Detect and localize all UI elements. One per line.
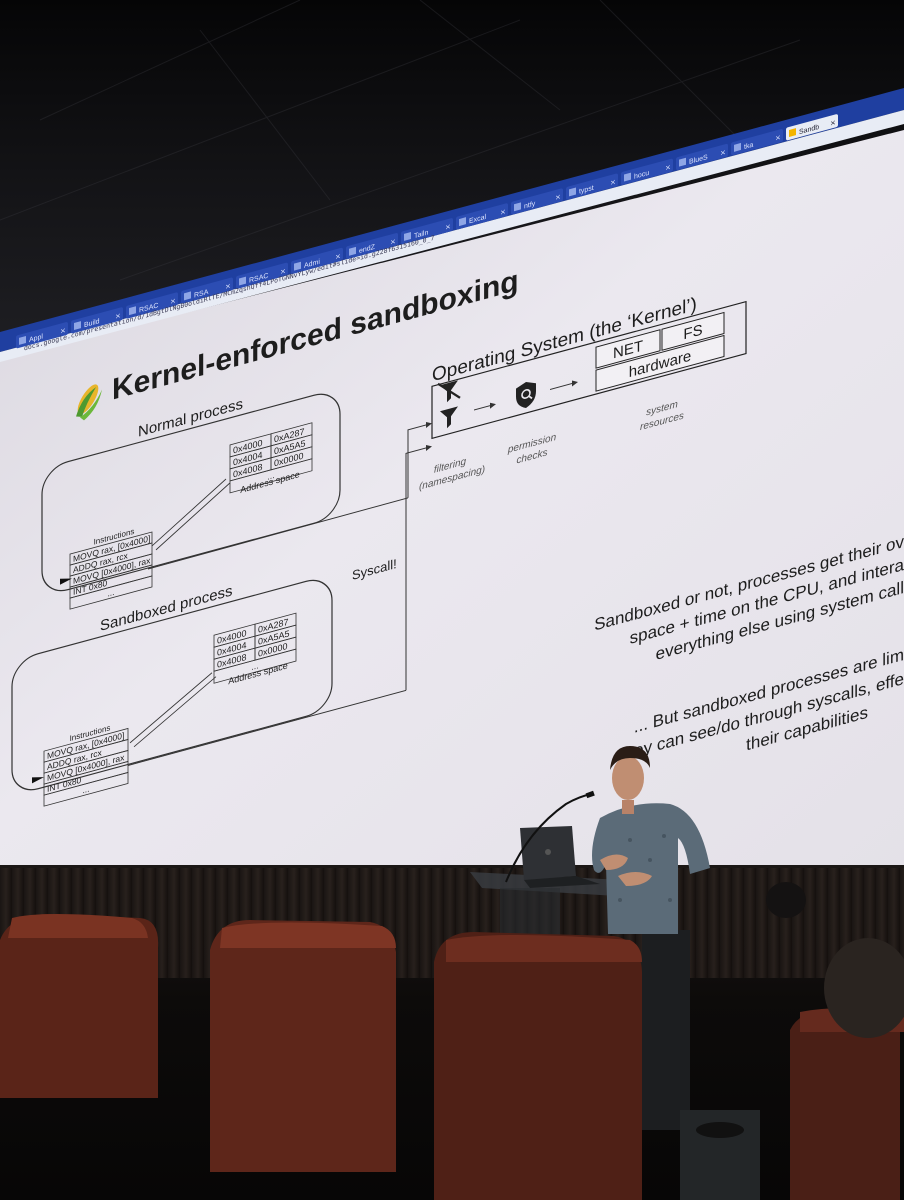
address-ellipsis: ... <box>267 470 275 482</box>
tab-label: ntfy <box>524 199 536 210</box>
sandboxed-memory-arrow <box>129 672 213 744</box>
sandboxed-process-box <box>11 579 333 791</box>
sandboxed-address-table: 0x40000xA2870x40040xA5A50x40080x0000... <box>213 612 297 684</box>
address-ellipsis: ... <box>251 660 259 672</box>
sandboxed-syscall-line <box>128 689 406 766</box>
tab-close-icon[interactable]: × <box>390 236 396 246</box>
tab-close-icon[interactable]: × <box>665 162 671 172</box>
instruction-text: ... <box>107 587 114 599</box>
browser-tab[interactable] <box>346 233 398 260</box>
ceiling-panels <box>0 0 801 281</box>
sandboxed-pc-arrow <box>32 777 44 784</box>
browser-tab[interactable] <box>291 247 343 274</box>
microphone <box>505 790 595 883</box>
filter-icon <box>437 380 461 429</box>
sandboxed-syscall-path <box>405 446 430 691</box>
tab-close-icon[interactable]: × <box>60 325 66 335</box>
flow-arrow-head-2 <box>572 380 578 387</box>
browser-tab[interactable] <box>71 307 123 334</box>
sandboxed-memory-arrow-back <box>133 676 217 748</box>
tab-close-icon[interactable]: × <box>225 281 231 291</box>
flow-arrow-head-1 <box>490 402 496 409</box>
tab-label: tka <box>744 141 753 151</box>
instruction-cell <box>69 575 153 610</box>
browser-tab[interactable] <box>786 114 838 141</box>
normal-syscall-arrowhead <box>426 421 432 428</box>
browser-tab[interactable] <box>621 158 673 185</box>
browser-tab[interactable] <box>566 173 618 200</box>
tab-close-icon[interactable]: × <box>830 117 836 127</box>
browser-tab[interactable] <box>181 277 233 304</box>
browser-tab[interactable] <box>456 203 508 230</box>
browser-address-bar <box>0 110 904 362</box>
tab-favicon-icon <box>349 246 356 256</box>
normal-syscall-path <box>407 423 430 498</box>
corn-icon <box>76 384 102 421</box>
browser-tab[interactable] <box>401 218 453 245</box>
tab-favicon-icon <box>569 187 576 197</box>
tab-close-icon[interactable]: × <box>445 221 451 231</box>
normal-memory-arrow-back <box>155 482 231 551</box>
tab-favicon-icon <box>239 276 246 286</box>
tab-label: Appl <box>29 332 43 344</box>
tab-label: Tailn <box>414 228 428 240</box>
flow-arrow-2 <box>550 383 572 390</box>
tab-label: RSA <box>194 288 209 300</box>
flow-arrow-1 <box>474 404 492 411</box>
presenter <box>592 746 710 1130</box>
tab-favicon-icon <box>74 321 81 331</box>
permission-shield-icon <box>516 381 536 408</box>
tab-favicon-icon <box>294 261 301 271</box>
fs-resource-box <box>661 311 725 351</box>
tab-favicon-icon <box>679 157 686 167</box>
tab-close-icon[interactable]: × <box>335 251 341 261</box>
tab-favicon-icon <box>789 128 796 137</box>
tab-close-icon[interactable]: × <box>280 266 286 276</box>
instruction-text: ... <box>82 784 89 796</box>
tab-favicon-icon <box>184 291 191 301</box>
os-box <box>431 300 747 440</box>
tab-close-icon[interactable]: × <box>115 310 121 320</box>
tab-label: hocu <box>634 169 649 181</box>
browser-tab[interactable] <box>511 188 563 215</box>
audience-member <box>766 882 904 1038</box>
address-cell <box>229 458 313 494</box>
tab-favicon-icon <box>624 172 631 182</box>
tab-close-icon[interactable]: × <box>775 132 781 142</box>
tab-favicon-icon <box>459 217 466 227</box>
tab-close-icon[interactable]: × <box>720 147 726 157</box>
browser-tab[interactable] <box>126 292 178 319</box>
tab-favicon-icon <box>514 202 521 212</box>
normal-pc-arrow <box>60 578 72 585</box>
tab-favicon-icon <box>404 232 411 241</box>
tab-favicon-icon <box>734 142 741 152</box>
hardware-box <box>595 334 725 392</box>
sandboxed-syscall-arrowhead <box>426 444 432 451</box>
address-cell <box>213 648 297 684</box>
normal-syscall-line <box>147 497 409 570</box>
tab-label: typst <box>579 184 594 196</box>
theater-seats <box>0 914 904 1200</box>
tab-close-icon[interactable]: × <box>170 296 176 306</box>
browser-tab[interactable] <box>236 262 288 289</box>
normal-process-box <box>41 393 341 592</box>
tab-close-icon[interactable]: × <box>500 207 506 217</box>
tab-close-icon[interactable]: × <box>555 192 561 202</box>
tab-favicon-icon <box>129 306 136 316</box>
normal-memory-arrow <box>151 478 227 547</box>
projection-screen: Appl×Build×RSAC×RSA×RSAC×Admi×endZ×Tailn… <box>0 88 904 890</box>
browser-tab[interactable] <box>731 129 783 156</box>
instruction-cell <box>43 771 129 807</box>
browser-tabs[interactable]: Appl×Build×RSAC×RSA×RSAC×Admi×endZ×Tailn… <box>16 114 838 349</box>
fs-label: FS <box>683 322 702 344</box>
browser-tab[interactable] <box>676 143 728 171</box>
browser-tab[interactable] <box>16 322 68 349</box>
laptop <box>520 826 600 888</box>
net-resource-box <box>595 329 661 369</box>
tab-close-icon[interactable]: × <box>610 177 616 187</box>
tab-favicon-icon <box>19 335 26 345</box>
